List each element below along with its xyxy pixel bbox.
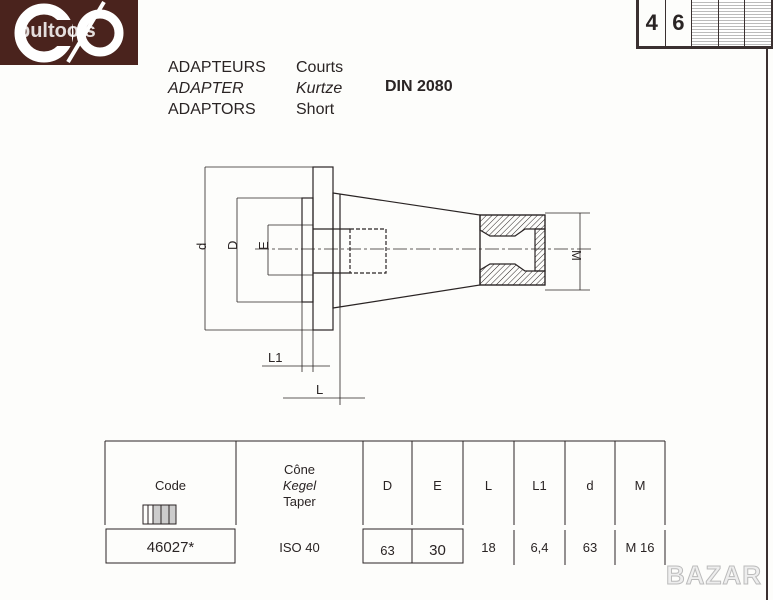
dim-label-L: L: [316, 382, 323, 397]
hatch-cell: [692, 0, 719, 46]
heading-fr-length: Courts: [296, 59, 344, 76]
page-number-box: 4 6: [636, 0, 773, 49]
company-logo: bultools: [0, 0, 138, 65]
row-L1: 6,4: [530, 539, 549, 555]
row-d: 63: [582, 539, 598, 555]
header-cone: Cône Kegel Taper: [236, 458, 363, 514]
row-code: 46027*: [146, 538, 195, 556]
table-grid: [104, 440, 666, 565]
standard-label: DIN 2080: [385, 78, 453, 95]
page-digit: 6: [666, 0, 693, 46]
heading-de-length: Kurtze: [296, 80, 343, 97]
product-heading: ADAPTEURS Courts ADAPTER Kurtze ADAPTORS Sh…: [168, 57, 343, 120]
header-d: d: [586, 477, 594, 493]
dim-label-E: E: [256, 241, 271, 250]
flange: [312, 166, 334, 331]
heading-fr: ADAPTEURS: [168, 59, 266, 76]
header-L: L: [484, 477, 493, 493]
logo-text: bultools: [18, 20, 96, 42]
watermark: BAZAR: [666, 560, 762, 591]
header-E: E: [433, 477, 442, 493]
hatch-cell: [745, 0, 771, 46]
row-D: 63: [380, 542, 395, 558]
dim-label-L1: L1: [268, 350, 282, 365]
header-D: D: [382, 477, 393, 493]
row-cone: ISO 40: [279, 539, 320, 555]
row-E: 30: [429, 541, 446, 559]
header-cone-fr: Cône: [283, 462, 316, 477]
heading-en-length: Short: [296, 101, 335, 118]
logo-mark: [14, 0, 124, 64]
heading-de: ADAPTER: [168, 80, 244, 97]
row-L: 18: [481, 539, 496, 555]
header-code: Code: [154, 477, 187, 493]
hatch-cell: [718, 0, 746, 46]
dim-label-M: M: [569, 250, 584, 261]
header-cone-en: Taper: [283, 494, 316, 509]
dim-label-D: D: [225, 241, 240, 250]
hub: [301, 197, 314, 303]
header-L1: L1: [532, 477, 547, 493]
header-cone-de: Kegel: [282, 478, 317, 493]
heading-en: ADAPTORS: [168, 101, 256, 118]
dim-label-d: d: [194, 243, 209, 250]
page-digit: 4: [639, 0, 666, 46]
row-M: M 16: [625, 539, 655, 555]
header-M: M: [634, 477, 646, 493]
taper-cone: [332, 192, 481, 309]
page-border: [766, 46, 768, 600]
